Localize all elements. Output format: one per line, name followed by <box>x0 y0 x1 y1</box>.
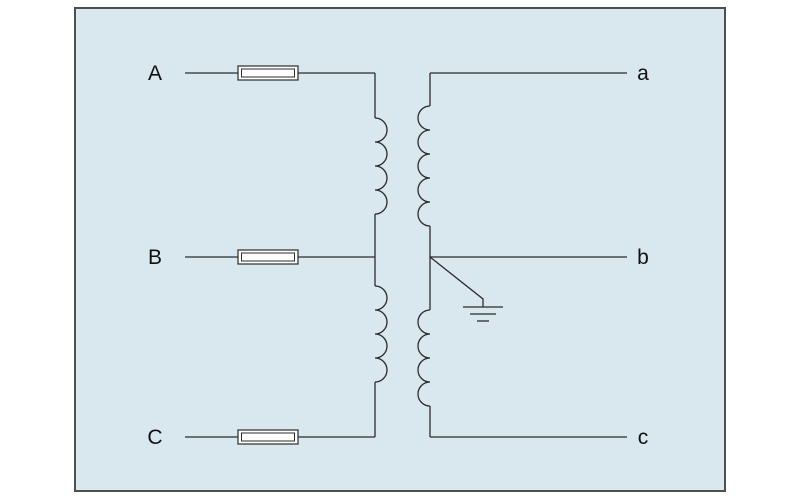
earth-ground-icon <box>429 256 503 322</box>
terminal-label-A: A <box>148 62 162 85</box>
terminal-label-C: C <box>147 426 162 449</box>
fuse-symbol-A <box>237 65 299 81</box>
terminal-label-a: a <box>637 62 649 85</box>
secondary-winding-upper-icon <box>417 105 431 227</box>
primary-winding-upper-icon <box>374 117 388 215</box>
fuse-symbol-C <box>237 429 299 445</box>
terminal-label-c: c <box>638 426 649 449</box>
terminal-label-b: b <box>637 246 649 269</box>
secondary-winding-lower-icon <box>417 309 431 407</box>
terminal-label-B: B <box>148 246 162 269</box>
fuse-symbol-B <box>237 249 299 265</box>
diagram-panel <box>74 7 726 492</box>
primary-winding-lower-icon <box>374 285 388 383</box>
